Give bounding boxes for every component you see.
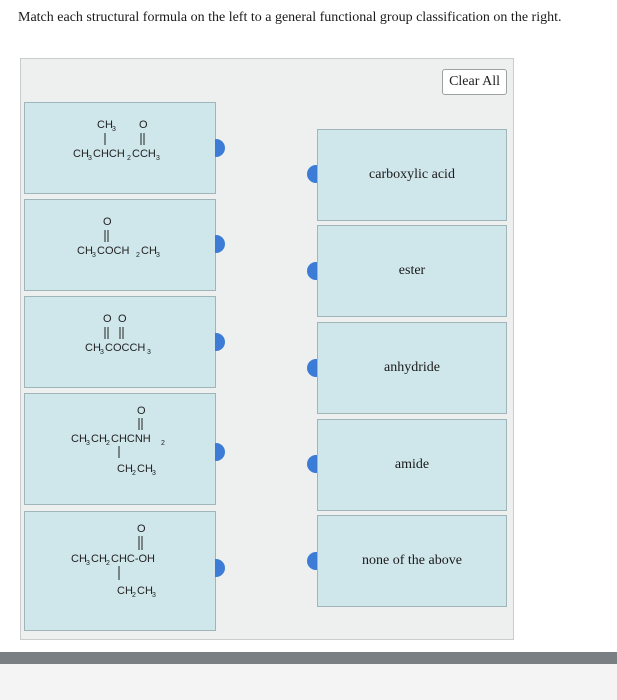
svg-text:CH: CH [117, 585, 133, 597]
drop-handle-4[interactable] [307, 455, 317, 473]
svg-text:3: 3 [156, 252, 160, 259]
svg-text:CH: CH [91, 433, 107, 445]
svg-text:O: O [103, 216, 112, 228]
drag-handle-4[interactable] [215, 443, 225, 461]
svg-text:CH: CH [73, 148, 89, 160]
label-carboxylic-acid[interactable]: carboxylic acid [317, 129, 507, 221]
svg-text:CHC-OH: CHC-OH [111, 553, 155, 565]
svg-text:3: 3 [86, 560, 90, 567]
svg-text:COCH: COCH [97, 245, 129, 257]
label-anhydride[interactable]: anhydride [317, 322, 507, 414]
drag-handle-1[interactable] [215, 139, 225, 157]
svg-text:3: 3 [156, 155, 160, 162]
svg-text:CH: CH [97, 119, 113, 131]
svg-text:3: 3 [152, 470, 156, 477]
svg-text:O: O [103, 313, 112, 325]
bottom-divider [0, 652, 617, 664]
svg-text:CH: CH [71, 433, 87, 445]
drop-handle-5[interactable] [307, 552, 317, 570]
svg-text:3: 3 [92, 252, 96, 259]
svg-text:3: 3 [112, 126, 116, 133]
svg-text:2: 2 [106, 440, 110, 447]
svg-text:3: 3 [147, 349, 151, 356]
bottom-area [0, 664, 617, 700]
svg-text:CH: CH [71, 553, 87, 565]
svg-text:3: 3 [100, 349, 104, 356]
svg-text:O: O [139, 119, 148, 131]
svg-text:CH: CH [137, 463, 153, 475]
label-amide[interactable]: amide [317, 419, 507, 511]
svg-text:CHCH: CHCH [93, 148, 125, 160]
label-ester[interactable]: ester [317, 225, 507, 317]
drop-handle-1[interactable] [307, 165, 317, 183]
svg-text:CCH: CCH [132, 148, 156, 160]
drag-handle-5[interactable] [215, 559, 225, 577]
svg-text:CH: CH [77, 245, 93, 257]
svg-text:O: O [137, 405, 146, 417]
svg-text:3: 3 [86, 440, 90, 447]
svg-text:2: 2 [127, 155, 131, 162]
svg-text:2: 2 [136, 252, 140, 259]
svg-text:CH: CH [85, 342, 101, 354]
drag-handle-2[interactable] [215, 235, 225, 253]
svg-text:CH: CH [117, 463, 133, 475]
svg-text:2: 2 [106, 560, 110, 567]
svg-text:O: O [137, 523, 146, 535]
drop-handle-3[interactable] [307, 359, 317, 377]
svg-text:CH: CH [141, 245, 157, 257]
svg-text:CHCNH: CHCNH [111, 433, 151, 445]
svg-text:O: O [118, 313, 127, 325]
drag-handle-3[interactable] [215, 333, 225, 351]
svg-text:3: 3 [152, 592, 156, 599]
label-none-of-the-above[interactable]: none of the above [317, 515, 507, 607]
svg-text:2: 2 [161, 440, 165, 447]
svg-text:COCCH: COCCH [105, 342, 145, 354]
clear-all-button[interactable]: Clear All [442, 69, 507, 95]
svg-text:3: 3 [88, 155, 92, 162]
svg-text:CH: CH [91, 553, 107, 565]
svg-text:CH: CH [137, 585, 153, 597]
instruction-text: Match each structural formula on the lef… [18, 10, 562, 25]
svg-text:2: 2 [132, 470, 136, 477]
drop-handle-2[interactable] [307, 262, 317, 280]
svg-text:2: 2 [132, 592, 136, 599]
